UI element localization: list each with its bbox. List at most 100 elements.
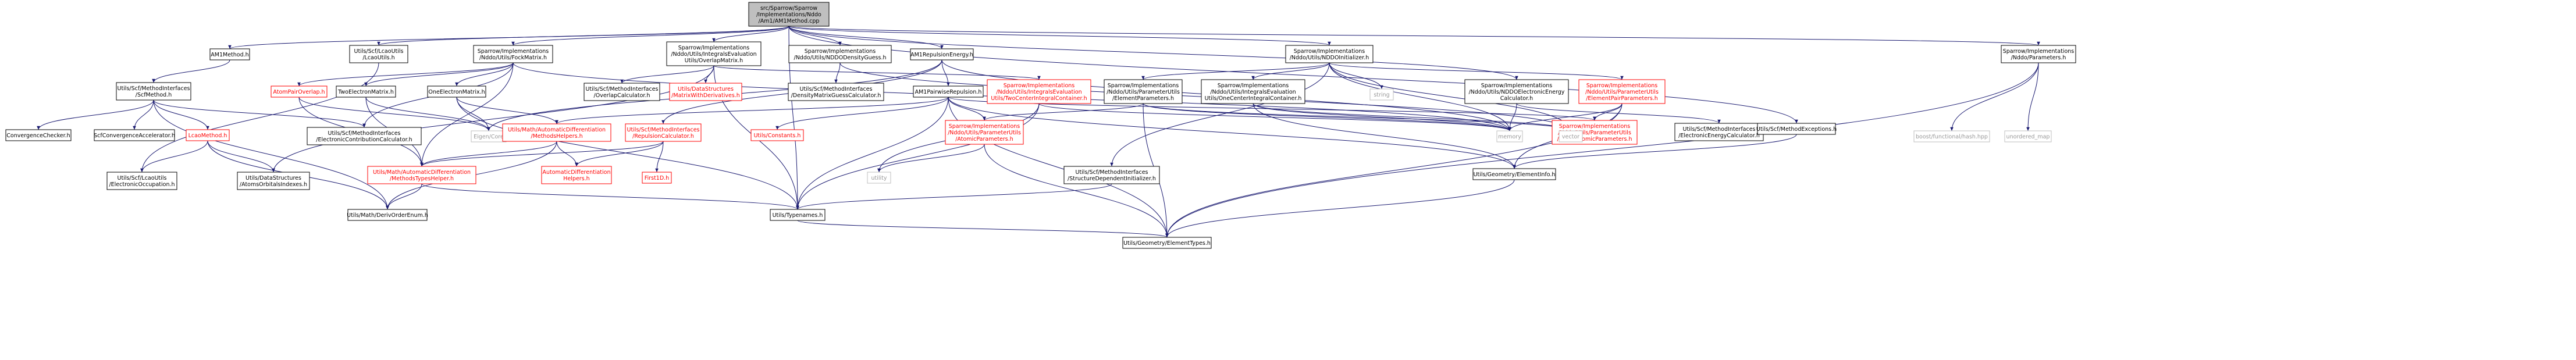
- graph-node-vector: vector: [1559, 130, 1583, 142]
- node-label-line: AtomPairOverlap.h: [273, 89, 325, 95]
- graph-node-first1d[interactable]: First1D.h: [642, 172, 672, 184]
- graph-node-denguesscalc[interactable]: Utils/Scf/MethodInterfaces/DensityMatrix…: [788, 83, 884, 101]
- node-label-line: Utils/Scf/MethodInterfaces: [117, 85, 190, 92]
- node-label-line: /AtomsOrbitalsIndexes.h: [240, 181, 307, 188]
- edge-root-to-nddoelcalc: [788, 26, 1518, 80]
- node-box: [1913, 130, 1990, 142]
- edge-nddoinit-to-elpairparams: [1329, 62, 1624, 80]
- graph-node-repen[interactable]: AM1RepulsionEnergy.h: [910, 48, 974, 60]
- graph-node-elcontrib[interactable]: Utils/Scf/MethodInterfaces/ElectronicCon…: [307, 127, 422, 145]
- node-box: [1369, 88, 1394, 101]
- node-label-line: Sparrow/Implementations: [1218, 83, 1289, 89]
- graph-node-root[interactable]: src/Sparrow/Sparrow/Implementations/Nddo…: [748, 2, 830, 27]
- edge-scfmethod-to-lcaomethod: [153, 99, 209, 130]
- node-label-line: /Am1/AM1Method.cpp: [759, 18, 820, 24]
- edge-root-to-fock: [511, 26, 789, 46]
- graph-node-atomicparams[interactable]: Sparrow/Implementations/Nddo/Utils/Param…: [945, 120, 1024, 145]
- graph-node-statedep[interactable]: Utils/Scf/MethodInterfaces/StructureDepe…: [1063, 166, 1160, 184]
- graph-node-eltypes[interactable]: Utils/Geometry/ElementTypes.h: [1122, 237, 1212, 249]
- graph-node-scfmethod[interactable]: Utils/Scf/MethodInterfaces/ScfMethod.h: [116, 82, 191, 101]
- graph-node-convcheck[interactable]: ConvergenceChecker.h: [5, 129, 72, 141]
- node-label-line: Sparrow/Implementations: [1004, 83, 1075, 89]
- node-box: [669, 83, 742, 101]
- node-box: [945, 120, 1024, 145]
- node-label-line: /MatrixWithDerivatives.h: [671, 92, 740, 99]
- node-label-line: TwoElectronMatrix.h: [337, 89, 394, 95]
- graph-node-elocc[interactable]: Utils/Scf/LcaoUtils/ElectronicOccupation…: [106, 172, 177, 190]
- node-label-line: Utils/Geometry/ElementInfo.h: [1474, 172, 1556, 178]
- edge-methodexc-to-elinfo: [1513, 134, 1797, 169]
- edge-twoel-to-eigen: [365, 97, 490, 131]
- graph-node-fock[interactable]: Sparrow/Implementations/Nddo/Utils/FockM…: [473, 45, 553, 63]
- edge-scfmethod-to-elcontrib: [153, 99, 366, 128]
- node-label-line: Utils/Scf/MethodInterfaces: [585, 86, 658, 92]
- graph-node-elpairparams[interactable]: Sparrow/Implementations/Nddo/Utils/Param…: [1578, 79, 1666, 104]
- edge-repen-to-am1pair: [941, 59, 950, 87]
- node-label-line: /PM6DiatomicParameters.h: [1557, 136, 1632, 142]
- node-box: [642, 172, 672, 184]
- node-box: [307, 127, 422, 145]
- graph-node-lcaomethod[interactable]: LcaoMethod.h: [186, 129, 230, 141]
- graph-node-am1pair[interactable]: AM1PairwiseRepulsion.h: [913, 85, 984, 98]
- edge-atomicparams-to-utility: [877, 144, 985, 173]
- graph-node-twoel[interactable]: TwoElectronMatrix.h: [336, 85, 396, 98]
- graph-node-unorderedmap: unordered_map: [2004, 130, 2052, 142]
- node-label-line: /LcaoUtils.h: [362, 55, 394, 61]
- graph-node-memory: memory: [1496, 130, 1523, 142]
- graph-node-scfconv[interactable]: ScfConvergenceAccelerator.h: [94, 129, 175, 141]
- edge-repcalc-to-autodiffhelpers2: [575, 141, 664, 167]
- graph-node-constants[interactable]: Utils/Constants.h: [750, 129, 804, 141]
- graph-node-ovlpcalc[interactable]: Utils/Scf/MethodInterfaces/OverlapCalcul…: [583, 83, 660, 101]
- node-box: [2001, 45, 2076, 63]
- node-label-line: unordered_map: [2006, 134, 2050, 140]
- graph-node-typenames[interactable]: Utils/Typenames.h: [770, 209, 826, 221]
- graph-node-atomorbidx[interactable]: Utils/DataStructures/AtomsOrbitalsIndexe…: [237, 172, 310, 190]
- graph-node-denguess[interactable]: Sparrow/Implementations/Nddo/Utils/NDDOD…: [788, 45, 892, 63]
- node-label-line: utility: [871, 175, 887, 181]
- graph-node-am1h[interactable]: AM1Method.h: [209, 48, 250, 60]
- node-box: [788, 83, 884, 101]
- node-box: [106, 172, 177, 190]
- node-box: [186, 129, 230, 141]
- edge-root-to-lcao: [377, 26, 789, 46]
- graph-node-derivorder[interactable]: Utils/Math/DerivOrderEnum.h: [347, 209, 428, 221]
- graph-node-eigen: Eigen/Core: [471, 130, 507, 142]
- node-label-line: Utils/Scf/MethodInterfaces: [1682, 126, 1755, 133]
- edge-onecenter-to-elinfo: [1253, 103, 1516, 169]
- node-label-line: Eigen/Core: [474, 134, 504, 140]
- graph-node-elparams[interactable]: Sparrow/Implementations/Nddo/Utils/Param…: [1104, 79, 1183, 104]
- node-label-line: Utils/TwoCenterIntegralContainer.h: [991, 95, 1087, 102]
- graph-node-lcao[interactable]: Utils/Scf/LcaoUtils/LcaoUtils.h: [349, 45, 408, 63]
- graph-node-boosthash: boost/functional/hash.hpp: [1913, 130, 1990, 142]
- graph-node-atompair[interactable]: AtomPairOverlap.h: [271, 85, 328, 98]
- node-label-line: Sparrow/Implementations: [1294, 48, 1365, 55]
- graph-node-repcalc[interactable]: Utils/Scf/MethodInterfaces/RepulsionCalc…: [625, 123, 702, 142]
- node-label-line: Utils/DataStructures: [678, 86, 734, 92]
- graph-node-nddoparams[interactable]: Sparrow/Implementations/Nddo/Parameters.…: [2001, 45, 2076, 63]
- graph-node-oneel[interactable]: OneElectronMatrix.h: [427, 85, 486, 98]
- graph-node-elinfo[interactable]: Utils/Geometry/ElementInfo.h: [1472, 168, 1556, 180]
- graph-node-onecenter[interactable]: Sparrow/Implementations/Nddo/Utils/Integ…: [1201, 79, 1305, 104]
- node-box: [541, 166, 612, 184]
- node-label-line: Sparrow/Implementations: [1559, 123, 1631, 130]
- graph-node-ovlp[interactable]: Sparrow/Implementations/Nddo/Utils/Integ…: [666, 41, 762, 66]
- node-box: [237, 172, 310, 190]
- node-label-line: /ScfMethod.h: [136, 92, 172, 98]
- edge-nddoinit-to-statedep: [1110, 62, 1330, 167]
- edge-twocenter-to-typenames: [796, 103, 1040, 210]
- graph-node-elenergycalc[interactable]: Utils/Scf/MethodInterfaces/ElectronicEne…: [1674, 123, 1764, 141]
- edge-repcalc-to-first1d: [655, 141, 664, 173]
- graph-node-matderiv[interactable]: Utils/DataStructures/MatrixWithDerivativ…: [669, 83, 742, 101]
- node-label-line: Sparrow/Implementations: [1108, 83, 1179, 89]
- graph-node-autodifftypes[interactable]: Utils/Math/AutomaticDifferentiation/Meth…: [367, 166, 476, 184]
- graph-node-nddoinit[interactable]: Sparrow/Implementations/Nddo/Utils/NDDOI…: [1285, 45, 1374, 63]
- node-label-line: /AtomicParameters.h: [955, 136, 1013, 142]
- graph-node-twocenter[interactable]: Sparrow/Implementations/Nddo/Utils/Integ…: [987, 79, 1091, 104]
- graph-node-nddoelcalc[interactable]: Sparrow/Implementations/Nddo/Utils/NDDOE…: [1464, 79, 1569, 104]
- node-box: [770, 209, 826, 221]
- node-box: [367, 166, 476, 184]
- graph-node-autodiffhelpers[interactable]: Utils/Math/AutomaticDifferentiation/Meth…: [502, 123, 611, 142]
- graph-node-methodexc[interactable]: Utils/Scf/MethodExceptions.h: [1756, 123, 1837, 135]
